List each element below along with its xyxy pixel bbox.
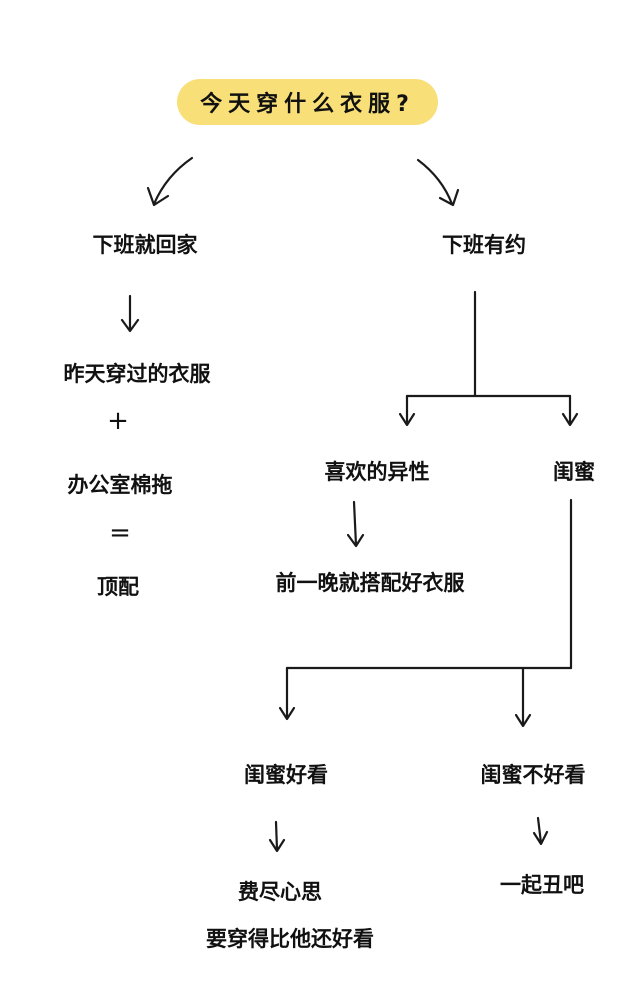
node-top-outfit: 顶配 bbox=[97, 575, 139, 599]
diagram-title: 今天穿什么衣服? bbox=[200, 92, 415, 117]
node-prepare-night-before: 前一晚就搭配好衣服 bbox=[275, 571, 465, 595]
arrowhead-not-pretty-down bbox=[532, 830, 549, 846]
node-ugly-together: 一起丑吧 bbox=[500, 873, 584, 897]
arrow-crush-down bbox=[352, 500, 358, 547]
node-bestie-pretty: 闺蜜好看 bbox=[244, 763, 328, 787]
equals-sign: = bbox=[109, 518, 131, 548]
arrowhead-crush-down bbox=[346, 533, 365, 548]
node-look-better: 要穿得比他还好看 bbox=[206, 927, 374, 951]
node-crush: 喜欢的异性 bbox=[324, 460, 430, 484]
curved-arrow-left bbox=[152, 156, 194, 206]
arrowhead-left-down bbox=[120, 318, 140, 333]
arrowhead-bestie-right bbox=[514, 713, 532, 728]
arrowhead-drop-right bbox=[561, 412, 579, 427]
arrow-pretty-down bbox=[274, 820, 279, 852]
node-try-hard: 费尽心思 bbox=[238, 880, 322, 904]
node-office-slippers: 办公室棉拖 bbox=[67, 473, 173, 497]
arrowhead-drop-left bbox=[398, 412, 416, 427]
node-yesterday-clothes: 昨天穿过的衣服 bbox=[63, 362, 211, 386]
title-pill: 今天穿什么衣服? bbox=[177, 79, 438, 125]
node-go-home: 下班就回家 bbox=[92, 233, 198, 257]
curved-arrow-right bbox=[416, 158, 454, 206]
arrowhead-bestie-left bbox=[278, 706, 296, 721]
node-bestie-not-pretty: 闺蜜不好看 bbox=[480, 763, 586, 787]
node-bestie: 闺蜜 bbox=[553, 460, 595, 484]
node-have-plans: 下班有约 bbox=[442, 233, 526, 257]
arrowhead-pretty-down bbox=[268, 838, 286, 853]
arrow-not-pretty-down bbox=[536, 816, 543, 845]
arrowhead-right bbox=[438, 188, 460, 207]
plus-sign: + bbox=[107, 406, 129, 436]
arrowhead-left bbox=[146, 186, 170, 207]
